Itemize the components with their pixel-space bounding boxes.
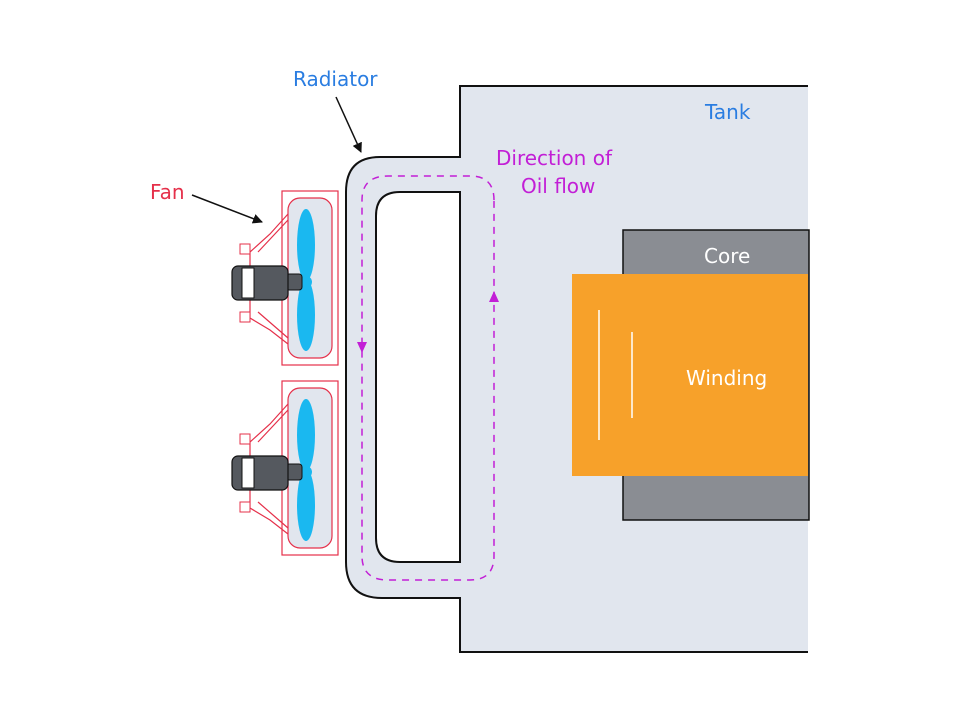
oil-flow-path [361,175,495,581]
core-label: Core [704,244,750,268]
winding-label: Winding [686,366,767,390]
fan-icon [231,380,339,556]
arrow-icon [191,194,263,224]
arrow-icon [335,96,362,153]
oil-flow-arrow-up [489,291,499,302]
tank-label: Tank [704,100,751,124]
radiator-opening [375,191,461,563]
direction-label-line1: Direction of [496,146,613,170]
winding-block [572,274,808,476]
oil-flow-arrow-down [357,342,367,353]
fan-label: Fan [150,180,185,204]
direction-label-line2: Oil flow [521,174,595,198]
radiator-label: Radiator [293,67,378,91]
